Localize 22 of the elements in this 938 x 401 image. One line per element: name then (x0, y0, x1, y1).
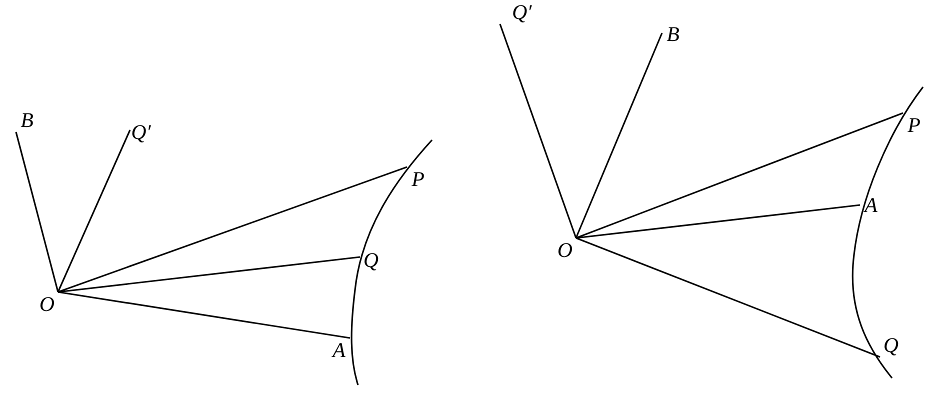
line-segment (576, 112, 904, 239)
point-label: O (36, 292, 58, 316)
point-label: B (662, 22, 684, 46)
point-label: B (16, 108, 38, 132)
line-segment (58, 166, 408, 293)
line-segment (499, 24, 577, 238)
point-label: Q (360, 248, 382, 272)
line-segment (15, 132, 59, 292)
line-segment (576, 204, 860, 239)
point-label: P (407, 167, 429, 191)
point-label: Q′ (500, 0, 532, 24)
line-segment (58, 256, 360, 293)
point-label: P (903, 113, 925, 137)
point-label: Q (880, 333, 902, 357)
line-segment (576, 237, 880, 358)
point-label: Q′ (130, 120, 152, 144)
line-segment (57, 130, 131, 292)
line-segment (575, 32, 663, 238)
point-label: A (860, 193, 882, 217)
point-label: O (554, 238, 576, 262)
point-label: A (328, 338, 350, 362)
line-segment (58, 291, 350, 339)
